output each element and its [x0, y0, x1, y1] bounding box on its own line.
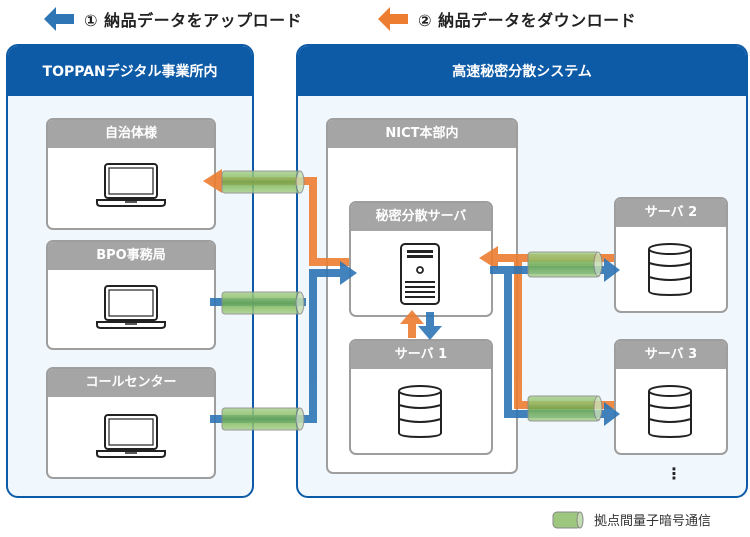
node-label: BPO事務局 — [48, 242, 214, 270]
node-municipality: 自治体様 — [46, 118, 216, 230]
more-servers-ellipsis: ⋮ — [666, 464, 682, 483]
legend-upload-label: ① 納品データをアップロード — [84, 11, 303, 30]
node-label: サーバ 2 — [616, 199, 726, 227]
arrow-left-icon — [378, 7, 408, 31]
node-label: コールセンター — [48, 369, 214, 397]
node-label: NICT本部内 — [328, 120, 516, 148]
node-label: 秘密分散サーバ — [351, 203, 491, 231]
database-icon — [648, 385, 692, 439]
cylinder-icon — [552, 511, 584, 528]
node-server-3: サーバ 3 — [614, 339, 728, 455]
legend-download-label: ② 納品データをダウンロード — [418, 11, 637, 30]
legend-quantum: 拠点間量子暗号通信 — [552, 510, 711, 529]
node-bpo: BPO事務局 — [46, 240, 216, 350]
legend-quantum-label: 拠点間量子暗号通信 — [594, 514, 712, 529]
region-system-title: 高速秘密分散システム — [298, 46, 746, 96]
node-secret-server: 秘密分散サーバ — [349, 201, 493, 317]
server-icon — [400, 243, 440, 305]
node-call-center: コールセンター — [46, 367, 216, 479]
laptop-icon — [96, 414, 166, 458]
database-icon — [648, 243, 692, 297]
laptop-icon — [96, 285, 166, 329]
node-label: サーバ 1 — [351, 341, 491, 369]
region-toppan-title: TOPPANデジタル事業所内 — [8, 46, 252, 96]
legend-upload: ① 納品データをアップロード — [44, 6, 302, 32]
node-label: 自治体様 — [48, 120, 214, 148]
node-server-1: サーバ 1 — [349, 339, 493, 455]
node-server-2: サーバ 2 — [614, 197, 728, 313]
node-label: サーバ 3 — [616, 341, 726, 369]
legend-download: ② 納品データをダウンロード — [378, 6, 636, 32]
database-icon — [398, 385, 442, 439]
arrow-left-icon — [44, 7, 74, 31]
laptop-icon — [96, 163, 166, 207]
